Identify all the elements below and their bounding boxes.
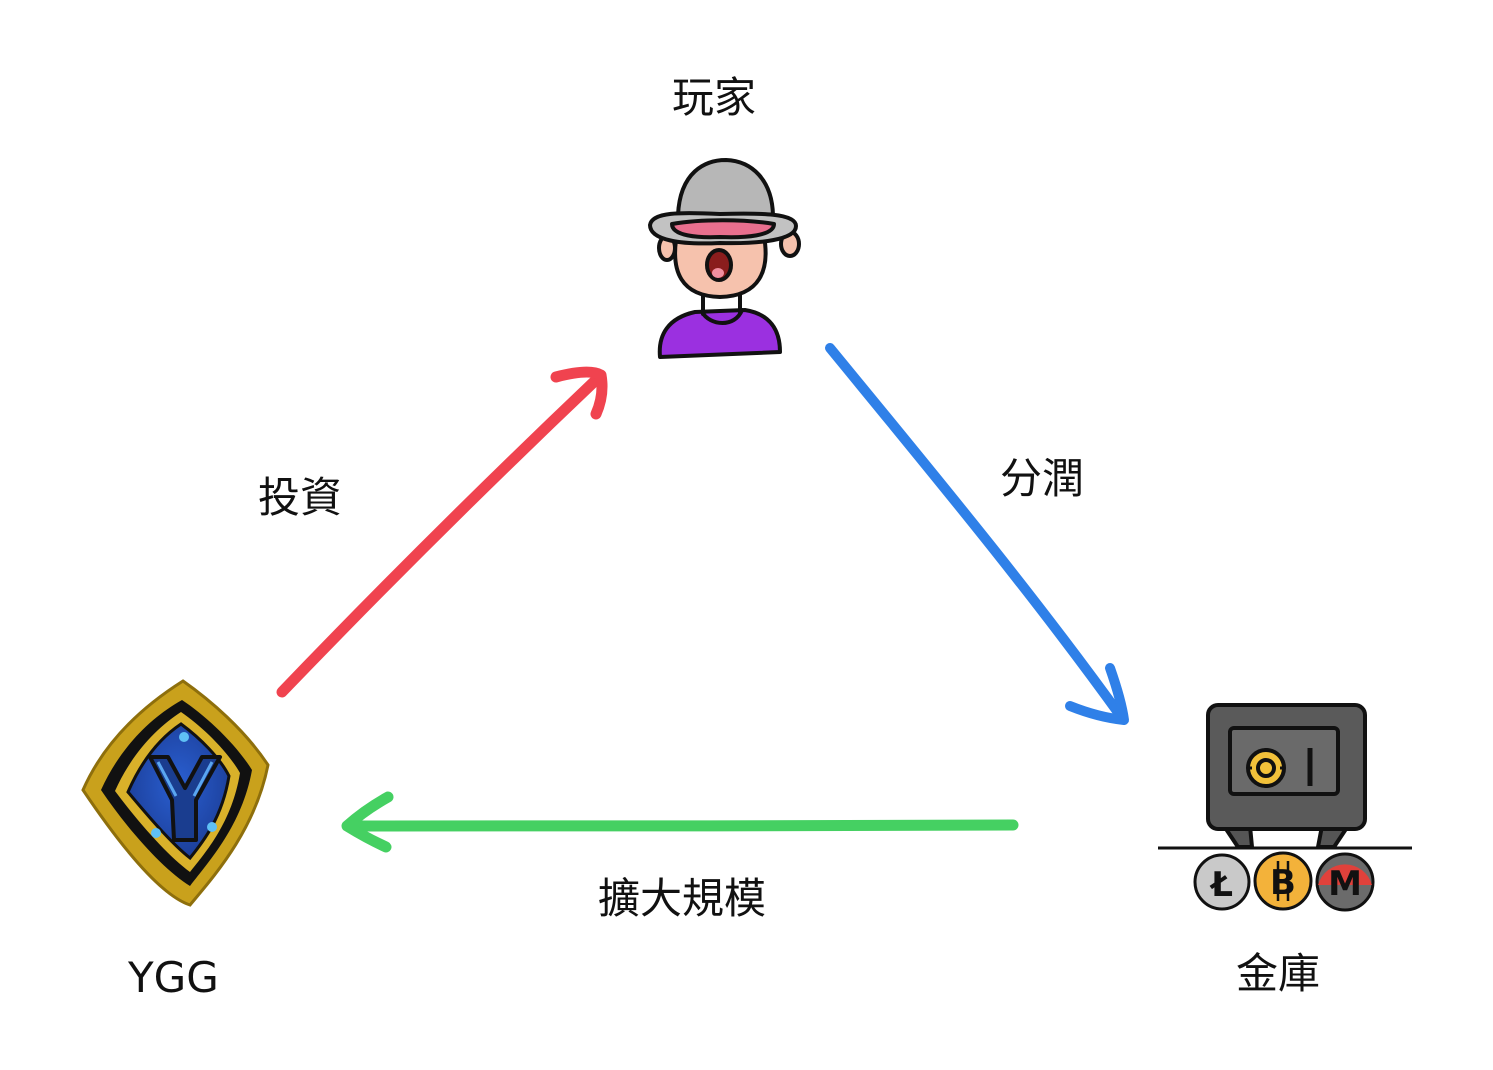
expand-arrow-line	[346, 819, 1019, 832]
expand-label: 擴大規模	[598, 874, 766, 923]
invest-arrow	[276, 366, 608, 698]
vault-label: 金庫	[1236, 949, 1320, 998]
profit-share-arrow-line	[825, 343, 1127, 723]
expand-arrowhead	[341, 791, 394, 853]
player-node: 玩家	[648, 73, 801, 359]
bitcoin-symbol: B	[1270, 863, 1296, 903]
player-label: 玩家	[672, 73, 756, 122]
litecoin-symbol: Ł	[1209, 865, 1233, 905]
expand-arrow	[341, 791, 1019, 853]
monero-symbol: M	[1328, 864, 1362, 904]
vault-node: Ł B M 金庫	[1158, 703, 1412, 998]
ygg-node: YGG	[81, 679, 270, 1002]
invest-label: 投資	[258, 473, 342, 522]
invest-arrow-line	[276, 372, 604, 698]
bitcoin-icon: B	[1253, 851, 1313, 911]
safe-vault-icon	[1206, 703, 1367, 849]
monero-icon: M	[1315, 852, 1375, 912]
vr-player-icon	[648, 158, 801, 359]
invest-arrowhead	[550, 366, 608, 420]
profit-share-label: 分潤	[1000, 454, 1084, 503]
profit-share-arrowhead	[1065, 663, 1129, 725]
profit-share-arrow	[825, 343, 1129, 725]
ygg-shield-icon	[81, 679, 270, 907]
litecoin-icon: Ł	[1193, 853, 1251, 911]
ygg-label: YGG	[127, 953, 219, 1002]
